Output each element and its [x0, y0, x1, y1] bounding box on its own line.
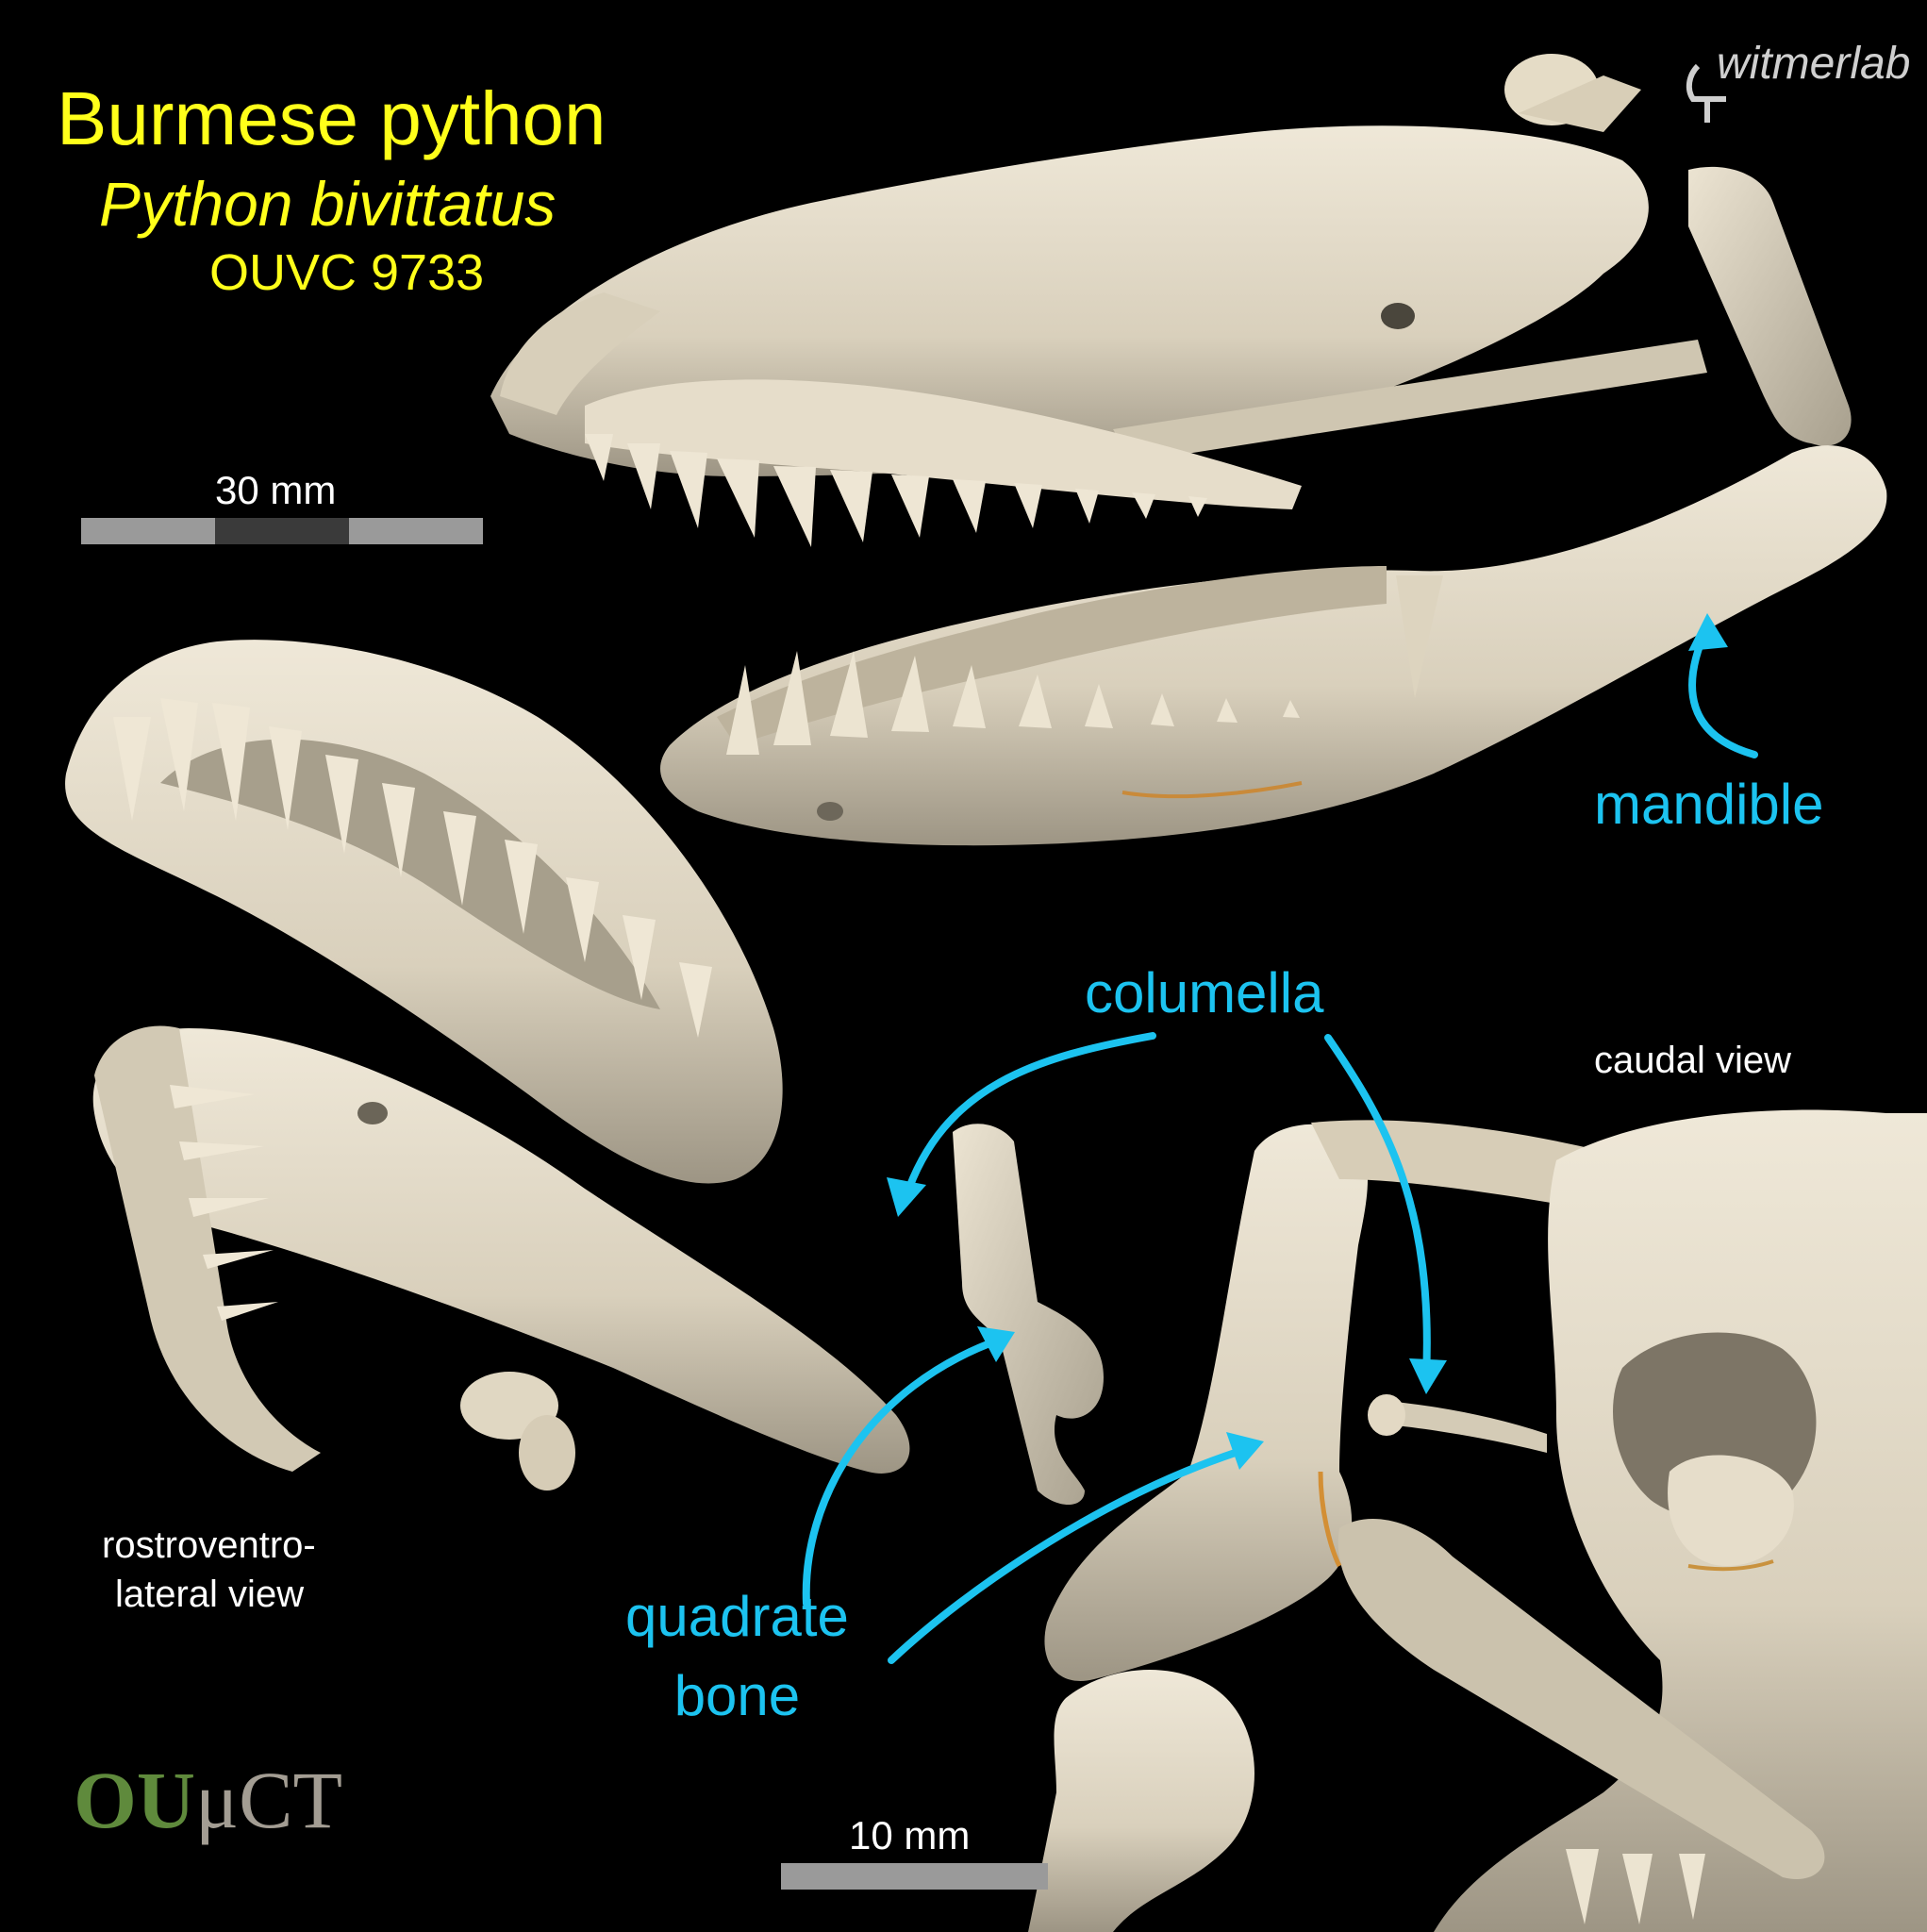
rostroventrolateral-skull — [65, 640, 1104, 1505]
witmerlab-logo: witmerlab — [1717, 39, 1911, 89]
scale-bar-30mm — [81, 518, 483, 544]
view-label-rostro-line1: rostroventro- — [102, 1524, 316, 1566]
columella-arrow-right — [1324, 1034, 1431, 1381]
caudal-view-skull — [1028, 1109, 1927, 1932]
lateral-skull — [490, 54, 1887, 846]
arrowheads — [887, 613, 1728, 1470]
specimen-id: OUVC 9733 — [209, 244, 485, 301]
view-label-rostroventrolateral: rostroventro- lateral view — [102, 1521, 316, 1619]
quadrate-arrow-left — [802, 1336, 1004, 1607]
label-columella: columella — [1085, 961, 1324, 1024]
oumct-logo: OUμCT — [74, 1753, 342, 1847]
label-quadrate-line1: quadrate — [625, 1585, 849, 1648]
label-quadrate-line2: bone — [673, 1664, 801, 1727]
logo-mct-text: μCT — [195, 1755, 343, 1845]
figure-title: Burmese python — [57, 76, 606, 160]
logo-ou-text: OU — [74, 1755, 195, 1845]
label-mandible: mandible — [1594, 773, 1824, 836]
scale-bar-10mm — [781, 1863, 1048, 1890]
view-label-caudal: caudal view — [1594, 1040, 1792, 1081]
columella-arrow-left — [902, 1032, 1156, 1202]
label-quadrate-bone: quadrate bone — [625, 1577, 849, 1736]
species-name: Python bivittatus — [99, 169, 557, 239]
view-label-rostro-line2: lateral view — [115, 1574, 305, 1615]
quadrate-arrow-right — [888, 1444, 1254, 1664]
witmerlab-pick-icon — [1686, 63, 1726, 123]
scale-label-30mm: 30 mm — [215, 468, 337, 512]
scale-label-10mm: 10 mm — [849, 1813, 971, 1857]
